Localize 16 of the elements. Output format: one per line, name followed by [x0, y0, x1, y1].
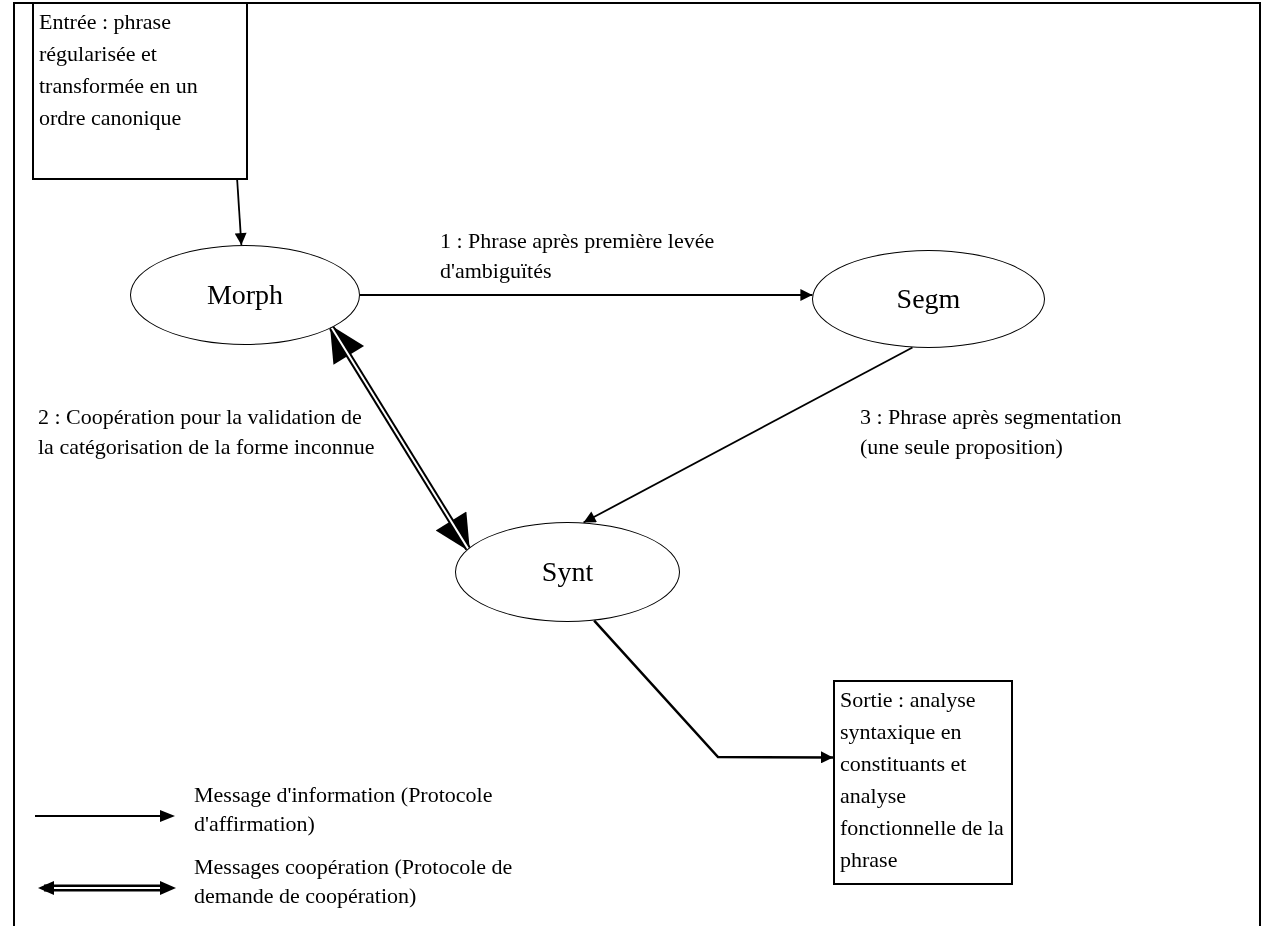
arrow — [234, 179, 247, 246]
arrow — [582, 346, 914, 524]
edge-label: 2 : Coopération pour la validation de la catégorisation de la forme inconnue — [38, 403, 376, 461]
arrow — [359, 289, 814, 301]
node-label: Synt — [541, 555, 594, 589]
node-label: Morph — [206, 278, 284, 312]
legend-text: Messages coopération (Protocole de demande de coopération) — [194, 853, 514, 910]
edge-label: 3 : Phrase après segmentation (une seule proposition) — [860, 403, 1123, 461]
node-label: Segm — [896, 282, 961, 316]
text-box — [833, 680, 1013, 885]
box-text: Entrée : phrase régularisée et transformée en un ordre canonique — [39, 8, 199, 132]
text-box — [32, 2, 248, 180]
legend-text: Message d'information (Protocole d'affirmation) — [194, 781, 494, 838]
double-arrow — [329, 324, 471, 552]
edge-label: 1 : Phrase après première levée d'ambiguïtés — [440, 227, 716, 285]
box-text: Sortie : analyse syntaxique en constituants et analyse fonctionnelle de la phrase — [840, 686, 1005, 874]
